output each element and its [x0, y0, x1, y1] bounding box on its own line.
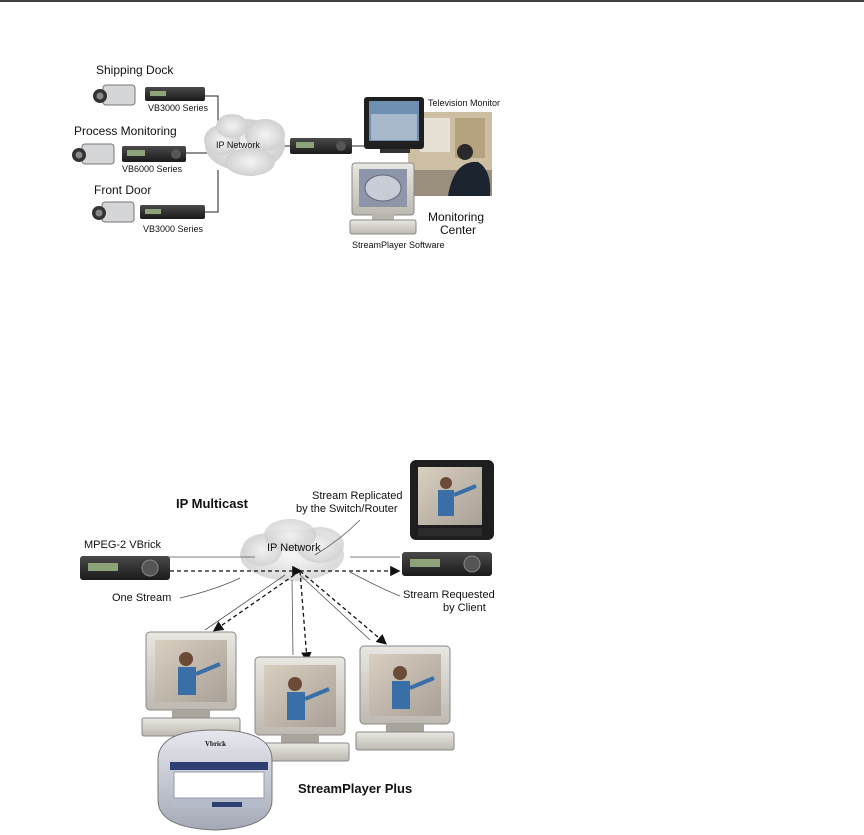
label-center: Center [440, 224, 476, 236]
label-front-door: Front Door [94, 184, 151, 196]
decoder-device-icon [290, 138, 352, 154]
label-by-switch-router: by the Switch/Router [296, 504, 398, 515]
label-by-client: by Client [443, 603, 486, 614]
encoder-device-icon [140, 205, 205, 219]
label-vb3000-series: VB3000 Series [143, 225, 203, 234]
client-computer-icon [142, 632, 240, 736]
camera-icon [93, 85, 135, 105]
label-one-stream: One Stream [112, 593, 171, 604]
label-television-monitor: Television Monitor [428, 99, 500, 108]
vbrick-decoder-icon [402, 552, 492, 576]
client-computer-icon [356, 646, 454, 750]
label-monitoring: Monitoring [428, 211, 484, 223]
computer-icon [350, 163, 416, 234]
label-ip-network: IP Network [267, 543, 321, 554]
label-stream-requested: Stream Requested [403, 590, 495, 601]
label-shipping-dock: Shipping Dock [96, 64, 173, 76]
camera-icon [92, 202, 134, 222]
encoder-device-icon [122, 146, 186, 162]
label-vb3000-series: VB3000 Series [148, 104, 208, 113]
label-streamplayer-software: StreamPlayer Software [352, 241, 445, 250]
camera-icon [72, 144, 114, 164]
label-stream-replicated: Stream Replicated [312, 491, 403, 502]
television-monitor-icon [364, 97, 424, 153]
television-icon [410, 460, 494, 540]
label-vb6000-series: VB6000 Series [122, 165, 182, 174]
vbrick-logo: Vbrick [205, 741, 226, 748]
label-streamplayer-plus: StreamPlayer Plus [298, 782, 412, 795]
label-mpeg2-vbrick: MPEG-2 VBrick [84, 540, 161, 551]
encoder-device-icon [145, 87, 205, 101]
label-ip-multicast: IP Multicast [176, 497, 248, 510]
label-process-monitoring: Process Monitoring [74, 125, 177, 137]
vbrick-encoder-icon [80, 556, 170, 580]
label-ip-network: IP Network [216, 141, 260, 150]
